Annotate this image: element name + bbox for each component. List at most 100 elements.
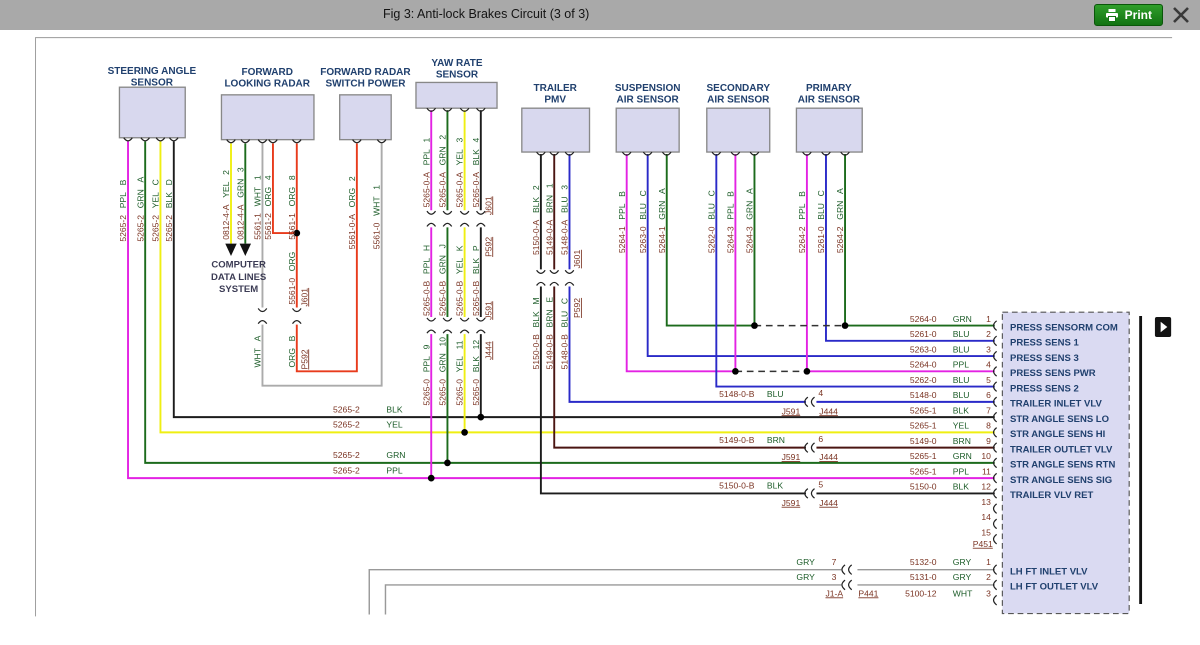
- wire-label: 5261-0: [910, 329, 937, 339]
- title-bar: Fig 3: Anti-lock Brakes Circuit (3 of 3)…: [0, 0, 1200, 30]
- wire-label: 5149-0: [910, 436, 937, 446]
- close-icon[interactable]: [1170, 4, 1192, 26]
- wire-label: 5262-0BLUC: [706, 190, 716, 253]
- connector-label: P592: [483, 237, 493, 257]
- wire-label: 0812-4-AYEL2: [221, 170, 231, 240]
- wire-label: 5148-0-BBLUC: [560, 298, 570, 370]
- wire-label: 5150-0: [910, 482, 937, 492]
- component-title: AIR SENSOR: [798, 94, 861, 105]
- wire-label: 5261-0BLUC: [816, 190, 826, 253]
- component-title: SUSPENSION: [615, 83, 681, 94]
- wire-label: 5265-2: [333, 404, 360, 414]
- wire-label: GRN: [953, 314, 972, 324]
- pin-function: STR ANGLE SENS LO: [1010, 414, 1109, 425]
- pin-function: STR ANGLE SENS HI: [1010, 429, 1105, 440]
- wire-label: PPL: [386, 465, 402, 475]
- wires: [127, 110, 1143, 615]
- wire-label: GRN: [953, 451, 972, 461]
- pin-number: 14: [981, 512, 991, 522]
- wire-label: 5264-3GRNA: [745, 188, 755, 253]
- wire-label: 5263-0: [910, 344, 937, 354]
- wire-label: GRN: [386, 450, 405, 460]
- component-title: SECONDARY: [706, 83, 770, 94]
- wire-label: 5265-2: [333, 450, 360, 460]
- connector-label: J601: [483, 196, 493, 215]
- pin-number: 12: [981, 482, 991, 492]
- wire-label: 5265-0-BBLKP: [471, 245, 481, 316]
- component-title: TRAILER: [534, 83, 578, 94]
- pin-number: 9: [986, 436, 991, 446]
- next-page-button[interactable]: [1154, 317, 1172, 338]
- connector-body-p451: [1001, 311, 1130, 615]
- wire-label: WHTA: [253, 335, 263, 367]
- figure-title: Fig 3: Anti-lock Brakes Circuit (3 of 3): [383, 7, 590, 21]
- wire-label: YEL: [953, 421, 969, 431]
- wire-label: 5265-0YEL11: [455, 340, 465, 405]
- pin-number: 3: [986, 588, 991, 598]
- connector-label: J444: [483, 341, 493, 360]
- wire-label: 5149-0-ABRN1: [544, 183, 554, 255]
- wire-label: 5148-0-B: [719, 389, 755, 399]
- wire-label: 5132-0: [910, 557, 937, 567]
- component-title: LOOKING RADAR: [224, 78, 310, 89]
- connector-label: P592: [572, 298, 582, 318]
- wire-label: 5265-2YELC: [151, 179, 161, 241]
- pin-function: PRESS SENS 2: [1010, 383, 1079, 394]
- component-title: SENSOR: [131, 77, 174, 88]
- computer-data-lines-label: COMPUTER: [211, 259, 266, 270]
- pin-function: PRESS SENS PWR: [1010, 368, 1096, 379]
- wire-label: 5149-0-BBRNE: [544, 297, 554, 370]
- connector-label: P441: [858, 588, 878, 598]
- pin-function: TRAILER VLV RET: [1010, 490, 1094, 501]
- wire-label: 5264-0: [910, 314, 937, 324]
- splice-dots: [293, 229, 849, 482]
- connector-label: P451: [973, 539, 993, 549]
- wire-label: GRY: [796, 557, 815, 567]
- print-button[interactable]: Print: [1093, 4, 1163, 26]
- wire-label: BLU: [953, 375, 970, 385]
- connector-label: J601: [572, 250, 582, 269]
- print-label: Print: [1124, 8, 1152, 22]
- wire-label: 5265-0PPL9: [421, 344, 431, 405]
- pin-function: STR ANGLE SENS RTN: [1010, 460, 1116, 471]
- component-title: AIR SENSOR: [617, 94, 680, 105]
- connector-label: J591: [782, 406, 801, 416]
- pin-function: LH FT INLET VLV: [1010, 566, 1088, 577]
- wire-label: 5100-12: [905, 588, 937, 598]
- connector-label: J444: [819, 498, 838, 508]
- wire-label: PPL: [953, 360, 969, 370]
- wire-label: 5150-0-B: [719, 481, 755, 491]
- wire-label: 5265-1: [910, 451, 937, 461]
- pin-number: 11: [982, 466, 991, 476]
- printer-icon: [1105, 8, 1118, 22]
- wire-label: 5561-2ORG4: [263, 175, 273, 240]
- wire-label: 5265-0-BGRNJ: [438, 244, 448, 316]
- component-trailer-pmv: [521, 107, 591, 153]
- wire-label: 5150-0-BBLKM: [531, 297, 541, 369]
- component-title: FORWARD RADAR: [320, 67, 411, 78]
- pin-number: 4: [818, 388, 823, 398]
- wire-label: BRN: [953, 436, 971, 446]
- wire-label: 5561-1WHT1: [253, 175, 263, 240]
- wire-label: BLK: [953, 482, 969, 492]
- wire-label: BLU: [767, 389, 784, 399]
- component-title: SENSOR: [436, 70, 479, 81]
- wiring-diagram: STEERING ANGLE SENSOR FORWARD LOOKING RA…: [35, 37, 1173, 617]
- component-suspension-air-sensor: [615, 107, 680, 153]
- pin-number: 7: [832, 557, 837, 567]
- wire-label: BRN: [767, 435, 785, 445]
- pin-number: 10: [981, 451, 991, 461]
- wire-label: PPL: [953, 466, 969, 476]
- pin-function: LH FT OUTLET VLV: [1010, 582, 1099, 593]
- wire-label: BLK: [767, 481, 783, 491]
- pin-function: TRAILER INLET VLV: [1010, 399, 1102, 410]
- pin-function: PRESS SENSORM COM: [1010, 322, 1118, 333]
- wire-label: 5265-0-APPL1: [421, 137, 431, 207]
- wire-label: 5265-1: [910, 466, 937, 476]
- pin-number: 3: [832, 572, 837, 582]
- wire-label: WHT: [953, 588, 973, 598]
- pin-function: STR ANGLE SENS SIG: [1010, 475, 1112, 486]
- wire-label: GRY: [796, 572, 815, 582]
- pin-function: PRESS SENS 3: [1010, 353, 1079, 364]
